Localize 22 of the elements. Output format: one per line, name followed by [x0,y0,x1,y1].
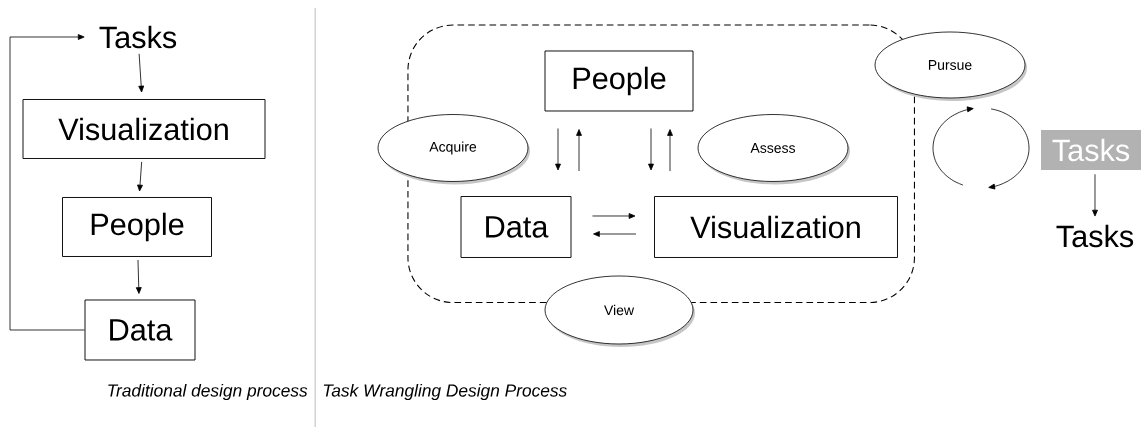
highlighted-label: Tasks [1041,130,1141,170]
arrow [137,161,143,192]
process-box: Data [460,196,572,258]
node-text: Tasks [99,25,177,49]
arrow [138,53,145,93]
process-box: Visualization [22,99,266,159]
connector-line [9,34,85,331]
arrow [135,259,142,294]
caption: Task Wrangling Design Process [323,383,567,401]
process-box: People [62,197,212,257]
arrow [648,128,654,171]
arrow [1092,173,1098,217]
arrow [593,231,637,237]
node-text: Tasks [1056,224,1134,248]
process-box: People [544,50,694,112]
arrow [555,128,561,171]
process-box: Data [84,299,196,361]
arrow [576,129,582,172]
arrow [667,129,673,172]
process-box: Visualization [654,196,898,258]
caption: Traditional design process [108,383,308,401]
arrow [592,213,636,219]
